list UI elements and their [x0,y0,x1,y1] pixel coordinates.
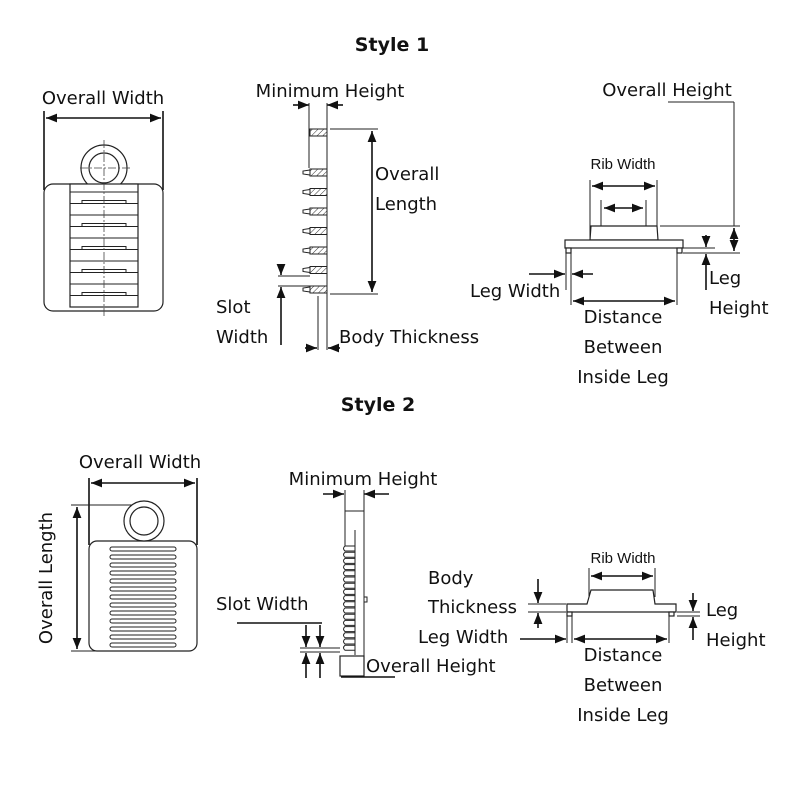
finger-tip [302,189,311,195]
style1-distance-label-1: Distance [584,307,663,328]
base-plate [564,239,684,249]
rib-slot [109,642,177,648]
rib-slot [109,554,177,560]
style2-leg-height-label-1: Leg [706,600,738,621]
style1-overall-height-label: Overall Height [602,80,732,101]
rib-slot [109,570,177,576]
finger-loop [343,564,355,571]
finger-tip [302,169,311,176]
finger-section [309,207,328,216]
finger-loop [343,607,355,614]
rib-slot [109,546,177,552]
rib-slot [109,610,177,616]
rib-slot [109,602,177,608]
finger-loop [343,551,355,558]
rib-slot [109,586,177,592]
finger-section [309,246,328,255]
style1-body-thickness-label: Body Thickness [339,327,479,348]
rib-slot [109,618,177,624]
finger-section [309,266,328,274]
finger-loop [343,644,355,651]
style2-distance-label-2: Between [584,675,663,696]
finger-tip [302,208,311,215]
clip-eyelet-inner [129,506,159,536]
side-fingers [343,545,355,651]
style2-slot-width-label: Slot Width [216,594,309,615]
finger-loop [343,576,355,583]
style1-slot-width-label-1: Slot [216,297,251,318]
right-leg [668,611,675,617]
style2-distance-label-1: Distance [584,645,663,666]
rib-slot [109,562,177,568]
style2-leg-width-label: Leg Width [418,627,508,648]
rib-slot [109,634,177,640]
finger-loop [343,613,355,620]
clip-ribs [109,546,177,648]
style1-title: Style 1 [355,34,429,56]
finger-loop [343,595,355,602]
finger-loop [343,545,355,552]
style1-overall-width-label: Overall Width [42,88,164,109]
style1-front-view: Overall Width [42,88,164,318]
style1-overall-length-label-2: Length [375,194,437,215]
side-hatched-section [309,128,328,137]
style2-body-thickness-label-1: Body [428,568,474,589]
finger-section [309,285,328,294]
clip-end-profile [566,589,677,613]
finger-section [309,188,328,196]
rib-slot [109,578,177,584]
finger-tip [302,267,311,273]
style1-leg-height-label-2: Height [709,298,769,319]
style1-distance-label-3: Inside Leg [577,367,669,388]
finger-loop [343,632,355,639]
style1-minimum-height-label: Minimum Height [256,81,405,102]
finger-section [309,168,328,177]
side-base [339,655,365,677]
style2-overall-height-label: Overall Height [366,656,496,677]
style1-end-view: Overall Height Rib Width Leg Height Leg … [470,80,769,388]
finger-loop [343,570,355,577]
right-leg [676,247,683,254]
style2-rib-width-label: Rib Width [590,550,655,567]
finger-tip [302,286,311,293]
side-tab [363,596,368,603]
finger-section [309,227,328,235]
style1-distance-label-2: Between [584,337,663,358]
left-leg [566,611,573,617]
style1-slot-width-label-2: Width [216,327,268,348]
side-fingers [302,168,328,294]
finger-loop [343,582,355,589]
rib-profile [589,225,659,241]
style2-overall-width-label: Overall Width [79,452,201,473]
left-leg [565,247,572,254]
style1-side-view: Minimum Height Overall Length Slot Width… [216,81,479,353]
finger-loop [343,588,355,595]
style2-side-view: Minimum Height Overall Height Slot Width [216,469,496,678]
style2-distance-label-3: Inside Leg [577,705,669,726]
finger-loop [343,626,355,633]
style2-body-thickness-label-2: Thickness [427,597,517,618]
finger-tip [302,247,311,254]
style1-overall-length-label-1: Overall [375,164,439,185]
style1-leg-height-label-1: Leg [709,268,741,289]
style2-minimum-height-label: Minimum Height [289,469,438,490]
finger-loop [343,619,355,626]
finger-loop [343,601,355,608]
finger-loop [343,557,355,564]
finger-loop [343,638,355,645]
style2-title: Style 2 [341,394,415,416]
style2-leg-height-label-2: Height [706,630,766,651]
rib-slot [109,594,177,600]
finger-tip [302,228,311,234]
rib-slot [109,626,177,632]
style2-front-view: Overall Width Overall Length [36,452,201,652]
style1-leg-width-label: Leg Width [470,281,560,302]
style2-overall-length-label: Overall Length [36,512,57,644]
style1-rib-width-label: Rib Width [590,156,655,173]
style2-end-view: Rib Width Body Thickness Leg Width Dista… [418,550,766,726]
